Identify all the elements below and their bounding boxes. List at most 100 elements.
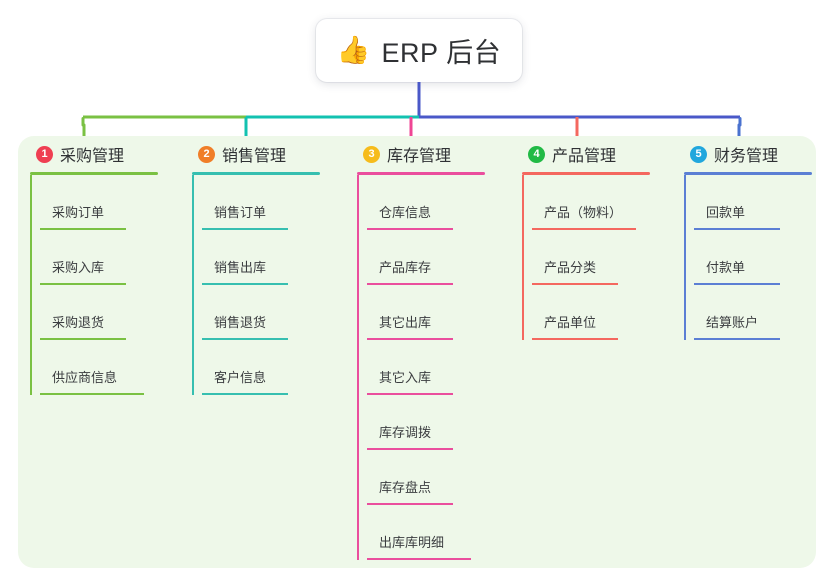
leaf-item-underline <box>367 338 453 340</box>
branch-number-badge: 1 <box>36 145 53 163</box>
branch-spine <box>684 175 686 340</box>
leaf-item[interactable]: 产品（物料） <box>532 175 636 230</box>
leaf-item-label: 产品单位 <box>544 315 597 330</box>
leaf-item-label: 产品库存 <box>379 260 432 275</box>
branch-title: 产品管理 <box>552 148 617 165</box>
leaf-item[interactable]: 销售出库 <box>202 230 288 285</box>
leaf-item[interactable]: 其它入库 <box>367 340 453 395</box>
branch-title: 库存管理 <box>387 148 452 165</box>
branch-underline <box>357 172 485 175</box>
leaf-item[interactable]: 付款单 <box>694 230 780 285</box>
branch-columns: 1 采购管理采购订单采购入库采购退货供应商信息 2 销售管理销售订单销售出库销售退货客… <box>18 136 816 568</box>
branch-spine <box>357 175 359 560</box>
branch-spine <box>30 175 32 395</box>
branch-title: 财务管理 <box>714 148 779 165</box>
leaf-item[interactable]: 销售订单 <box>202 175 288 230</box>
leaf-item[interactable]: 库存调拨 <box>367 395 453 450</box>
branch-underline <box>684 172 812 175</box>
branch-header-3[interactable]: 3 库存管理 <box>345 136 508 172</box>
branch-item-list: 回款单付款单结算账户 <box>684 175 835 340</box>
leaf-item-underline <box>40 338 126 340</box>
branch-title: 销售管理 <box>222 148 287 165</box>
leaf-item[interactable]: 产品分类 <box>532 230 618 285</box>
leaf-item-underline <box>367 503 453 505</box>
leaf-item-label: 付款单 <box>706 260 746 275</box>
branch-spine <box>192 175 194 395</box>
leaf-item-underline <box>202 393 288 395</box>
branch-header-4[interactable]: 4 产品管理 <box>510 136 673 172</box>
leaf-item-underline <box>367 558 471 560</box>
leaf-item-label: 销售订单 <box>214 205 267 220</box>
leaf-item-underline <box>367 228 453 230</box>
leaf-item-underline <box>367 283 453 285</box>
leaf-item-label: 供应商信息 <box>52 370 118 385</box>
leaf-item[interactable]: 采购订单 <box>40 175 126 230</box>
branch-column-4: 4 产品管理产品（物料） 产品分类产品单位 <box>510 136 673 340</box>
branch-title: 采购管理 <box>60 148 125 165</box>
leaf-item-label: 采购退货 <box>52 315 105 330</box>
leaf-item-label: 结算账户 <box>706 315 759 330</box>
leaf-item[interactable]: 仓库信息 <box>367 175 453 230</box>
leaf-item[interactable]: 结算账户 <box>694 285 780 340</box>
branch-item-list: 产品（物料） 产品分类产品单位 <box>522 175 673 340</box>
leaf-item-label: 销售退货 <box>214 315 267 330</box>
branch-item-list: 仓库信息产品库存其它出库其它入库库存调拨库存盘点出库库明细 <box>357 175 508 560</box>
leaf-item-label: 库存调拨 <box>379 425 432 440</box>
branch-number-badge: 3 <box>363 145 380 163</box>
branch-column-3: 3 库存管理仓库信息产品库存其它出库其它入库库存调拨库存盘点出库库明细 <box>345 136 508 560</box>
thumbs-up-icon: 👍 <box>336 35 371 65</box>
leaf-item-label: 客户信息 <box>214 370 267 385</box>
leaf-item-label: 采购订单 <box>52 205 105 220</box>
root-node[interactable]: 👍 ERP 后台 <box>316 19 522 82</box>
leaf-item[interactable]: 采购退货 <box>40 285 126 340</box>
leaf-item-underline <box>367 393 453 395</box>
leaf-item-label: 其它入库 <box>379 370 432 385</box>
leaf-item-underline <box>202 228 288 230</box>
leaf-item-underline <box>694 338 780 340</box>
leaf-item[interactable]: 客户信息 <box>202 340 288 395</box>
leaf-item-underline <box>694 228 780 230</box>
branch-number-badge: 4 <box>528 145 545 163</box>
branch-underline <box>522 172 650 175</box>
root-title: ERP 后台 <box>381 38 502 68</box>
leaf-item[interactable]: 产品库存 <box>367 230 453 285</box>
leaf-item[interactable]: 采购入库 <box>40 230 126 285</box>
branch-spine <box>522 175 524 340</box>
leaf-item-underline <box>532 338 618 340</box>
leaf-item-label: 回款单 <box>706 205 746 220</box>
leaf-item[interactable]: 回款单 <box>694 175 780 230</box>
leaf-item-label: 库存盘点 <box>379 480 432 495</box>
leaf-item[interactable]: 销售退货 <box>202 285 288 340</box>
branch-underline <box>192 172 320 175</box>
leaf-item[interactable]: 库存盘点 <box>367 450 453 505</box>
leaf-item[interactable]: 产品单位 <box>532 285 618 340</box>
leaf-item-label: 采购入库 <box>52 260 105 275</box>
leaf-item-label: 产品（物料） <box>544 205 623 220</box>
branch-column-1: 1 采购管理采购订单采购入库采购退货供应商信息 <box>18 136 181 395</box>
leaf-item-underline <box>40 393 144 395</box>
leaf-item-underline <box>202 283 288 285</box>
leaf-item-underline <box>532 283 618 285</box>
branch-item-list: 销售订单销售出库销售退货客户信息 <box>192 175 343 395</box>
leaf-item-underline <box>40 228 126 230</box>
branches-panel <box>18 136 816 568</box>
branch-header-1[interactable]: 1 采购管理 <box>18 136 181 172</box>
leaf-item[interactable]: 出库库明细 <box>367 505 471 560</box>
leaf-item[interactable]: 供应商信息 <box>40 340 144 395</box>
branch-number-badge: 2 <box>198 145 215 163</box>
leaf-item[interactable]: 其它出库 <box>367 285 453 340</box>
leaf-item-label: 其它出库 <box>379 315 432 330</box>
branch-column-2: 2 销售管理销售订单销售出库销售退货客户信息 <box>180 136 343 395</box>
branch-header-2[interactable]: 2 销售管理 <box>180 136 343 172</box>
leaf-item-underline <box>532 228 636 230</box>
leaf-item-label: 产品分类 <box>544 260 597 275</box>
leaf-item-label: 仓库信息 <box>379 205 432 220</box>
branch-item-list: 采购订单采购入库采购退货供应商信息 <box>30 175 181 395</box>
leaf-item-underline <box>694 283 780 285</box>
leaf-item-underline <box>367 448 453 450</box>
leaf-item-label: 出库库明细 <box>379 535 445 550</box>
leaf-item-underline <box>202 338 288 340</box>
